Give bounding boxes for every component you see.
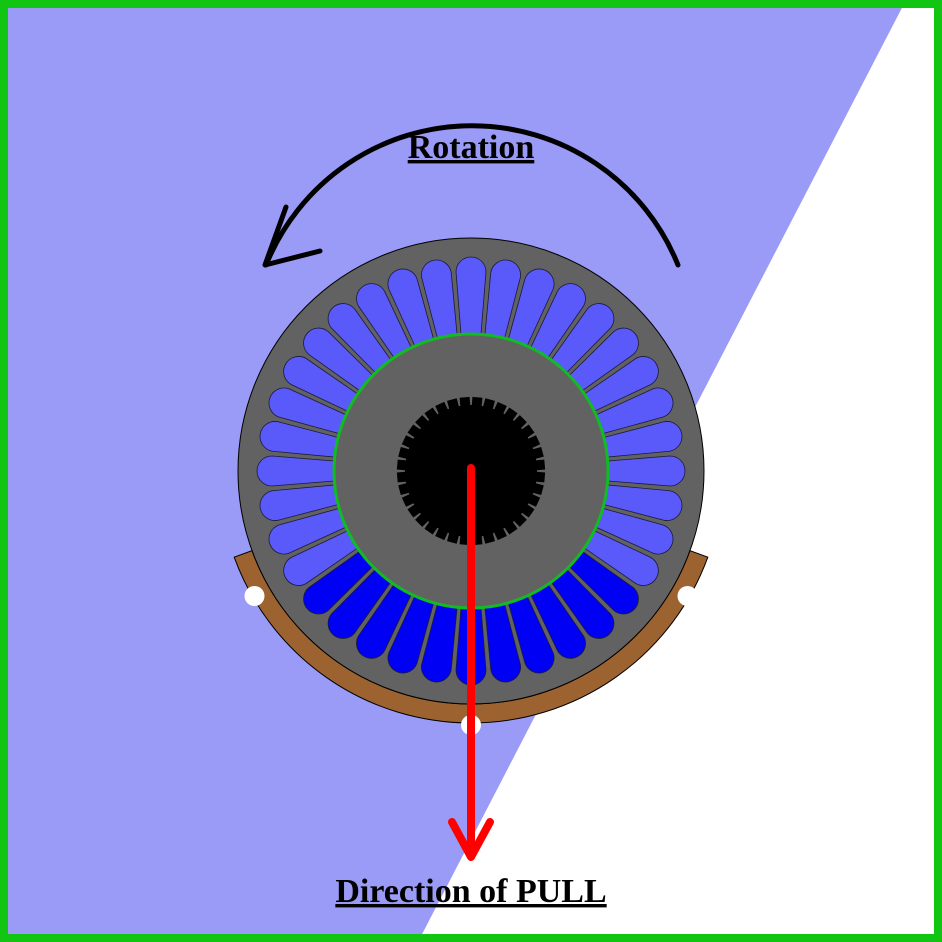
slot-bridge [335,445,413,463]
rotor-slot [507,268,555,347]
rotor-slot-highlighted [387,595,435,674]
slot-bridge [341,489,416,520]
rotor-slot [455,256,487,335]
rotor-slot [259,484,339,521]
slot-bridge [508,515,561,578]
pull-arrowhead-icon [448,818,494,861]
rotation-label: Rotation [408,129,535,166]
rotor-slot-highlighted [303,550,374,615]
rotor-slot-highlighted [421,603,458,683]
slot-bridge [334,469,411,473]
rotor-slot [259,421,339,458]
slot-bridge [526,422,601,453]
rotor-slot [603,484,683,521]
rotor-slot [530,283,586,358]
rotor-slot [595,387,674,435]
rotor-slots [256,256,686,686]
slot-bridge [422,341,453,416]
brake-shoe-notch-left [244,586,265,606]
slot-bridge [479,529,497,607]
rotor-slot-highlighted [327,568,392,639]
slot-bridge [479,335,497,413]
slot-bridge [469,334,473,411]
slot-bridge [445,529,463,607]
slot-bridge [364,508,427,561]
slot-bridge [526,489,601,520]
rotor-slot [283,356,358,412]
rotor-slot [568,327,639,392]
rotor-slot-highlighted [550,568,615,639]
slot-bridge [381,364,434,427]
rotor-slot [550,303,615,374]
slot-bridge [499,351,542,421]
slot-bridge [515,381,578,434]
slot-bridge [364,381,427,434]
slot-bridge [445,335,463,413]
rotor-slot [283,530,358,586]
rotation-arrowhead-icon [262,204,323,268]
rotor-slot [607,455,686,487]
rotor-slot-highlighted [484,603,521,683]
slot-bridge [489,341,520,416]
slot-bridge [531,469,608,473]
slot-bridge [499,521,542,591]
rotor-slot [356,283,412,358]
rotor-slot [387,268,435,347]
slot-bridge [341,422,416,453]
rotor-slot [421,259,458,339]
brake-shoe-notch-right [677,586,698,606]
slot-bridge [529,479,607,497]
rotor-slot-highlighted [507,595,555,674]
slot-bridge [529,445,607,463]
slot-bridge [400,351,443,421]
slot-bridge [351,499,421,542]
slot-bridge [521,400,591,443]
rotor-slot [584,530,659,586]
rotor-slot [327,303,392,374]
rotation-arrow [262,123,681,268]
pull-arrow [448,464,494,861]
slot-bridge [508,364,561,427]
slot-bridge [335,479,413,497]
rotor-slot [268,507,347,555]
rotation-arc [263,123,681,268]
slot-bridge [521,499,591,542]
rotor-slot [595,507,674,555]
rotor-slot-highlighted [568,550,639,615]
slot-bridge [381,515,434,578]
slot-bridge [515,508,578,561]
slot-bridge [351,400,421,443]
rotor-slot [484,259,521,339]
slot-bridge [489,526,520,601]
rotor-slot [268,387,347,435]
rotor-slot [603,421,683,458]
rotor-slot-highlighted [356,584,412,659]
rotor-slot [256,455,335,487]
rotor-slot-highlighted [530,584,586,659]
slot-bridge [400,521,443,591]
slot-bridge [422,526,453,601]
pull-label: Direction of PULL [335,873,606,910]
rotor-slot [584,356,659,412]
rotor-slot [303,327,374,392]
